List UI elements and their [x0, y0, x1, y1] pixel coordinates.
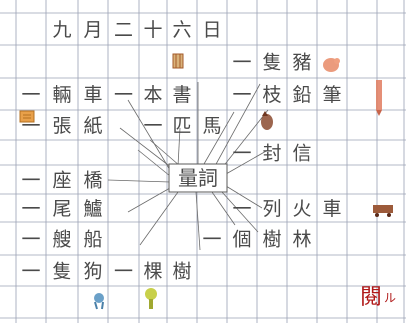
date-char: 二 [114, 19, 133, 41]
phrase-11-char: 樹 [262, 229, 281, 251]
phrase-3-measure: 一 [232, 84, 251, 106]
mind-map-line [214, 83, 261, 167]
phrase-10-char: 船 [83, 229, 102, 251]
mind-map-line [195, 191, 201, 251]
phrase-3-char: 鉛 [292, 84, 311, 106]
phrase-12-measure: 一 [21, 261, 40, 283]
phrase-0-measure: 一 [232, 52, 251, 74]
handwritten-text: 九月二十六日一隻豬一輛車一本書一枝鉛筆一張紙一匹馬一封信一座橋一尾鱸一列火車一艘… [21, 19, 341, 283]
phrase-8-char: 尾 [52, 198, 71, 220]
mind-map-line [211, 191, 236, 226]
phrase-7-char: 座 [52, 170, 71, 192]
dog-icon [94, 293, 104, 310]
phrase-13-char: 棵 [143, 261, 162, 283]
pig-icon [323, 58, 340, 72]
teacher-mark: 閱 [360, 285, 382, 310]
mind-map-line [221, 191, 259, 233]
mind-map-lines [107, 82, 269, 251]
phrase-4-char: 紙 [83, 115, 102, 137]
pencil-icon [376, 80, 382, 116]
phrase-6-measure: 一 [232, 143, 251, 165]
date-char: 九 [52, 19, 71, 41]
teacher-initials: ル [384, 291, 396, 305]
phrase-13-measure: 一 [114, 261, 133, 283]
mind-map-line [221, 109, 269, 169]
phrase-1-measure: 一 [21, 84, 40, 106]
phrase-2-char: 本 [143, 84, 162, 106]
phrase-6-char: 封 [262, 143, 281, 165]
date-char: 月 [83, 19, 102, 41]
date-char: 十 [143, 19, 162, 41]
phrase-7-char: 橋 [83, 170, 102, 192]
phrase-9-measure: 一 [232, 198, 251, 220]
book-icon [172, 53, 184, 69]
phrase-6-char: 信 [292, 143, 311, 165]
date-char: 六 [172, 19, 191, 41]
phrase-4-char: 張 [52, 115, 71, 137]
phrase-9-char: 列 [262, 198, 281, 220]
horse-icon [261, 111, 273, 130]
phrase-10-measure: 一 [21, 229, 40, 251]
phrase-3-char: 枝 [262, 84, 281, 106]
mind-map-line [137, 149, 171, 177]
phrase-11-measure: 一 [202, 229, 221, 251]
date-char: 日 [202, 19, 221, 41]
phrase-10-char: 艘 [52, 229, 71, 251]
train-icon [373, 205, 393, 217]
phrase-5-char: 匹 [172, 115, 191, 137]
center-box [168, 163, 228, 193]
phrase-11-char: 個 [232, 229, 251, 251]
mind-map-line [139, 191, 179, 246]
phrase-13-char: 樹 [172, 261, 191, 283]
mind-map-line [177, 127, 181, 167]
mind-map-line [225, 149, 269, 175]
mind-map-line [225, 185, 263, 209]
phrase-7-measure: 一 [21, 170, 40, 192]
phrase-11-char: 林 [292, 229, 311, 251]
mind-map-line [119, 127, 173, 169]
center-word: 量詞 [178, 166, 218, 190]
paper-icon [19, 110, 35, 123]
phrase-2-measure: 一 [114, 84, 133, 106]
phrase-8-char: 鱸 [83, 198, 102, 220]
tree-icon [145, 288, 157, 309]
phrase-1-char: 車 [83, 84, 102, 106]
phrase-1-char: 輛 [52, 84, 71, 106]
phrase-12-char: 隻 [52, 261, 71, 283]
mind-map-line [127, 99, 171, 171]
phrase-0-char: 隻 [262, 52, 281, 74]
phrase-3-char: 筆 [322, 84, 341, 106]
phrase-9-char: 車 [322, 198, 341, 220]
phrase-5-char: 馬 [202, 115, 221, 137]
mind-map-line [149, 139, 181, 167]
phrase-0-char: 豬 [292, 52, 311, 74]
mind-map-line [203, 111, 235, 165]
mind-map-line [107, 179, 171, 183]
phrase-5-measure: 一 [143, 115, 162, 137]
phrase-8-measure: 一 [21, 198, 40, 220]
phrase-12-char: 狗 [83, 261, 102, 283]
phrase-2-char: 書 [172, 84, 191, 106]
phrase-9-char: 火 [292, 198, 311, 220]
mind-map-line [127, 187, 171, 213]
